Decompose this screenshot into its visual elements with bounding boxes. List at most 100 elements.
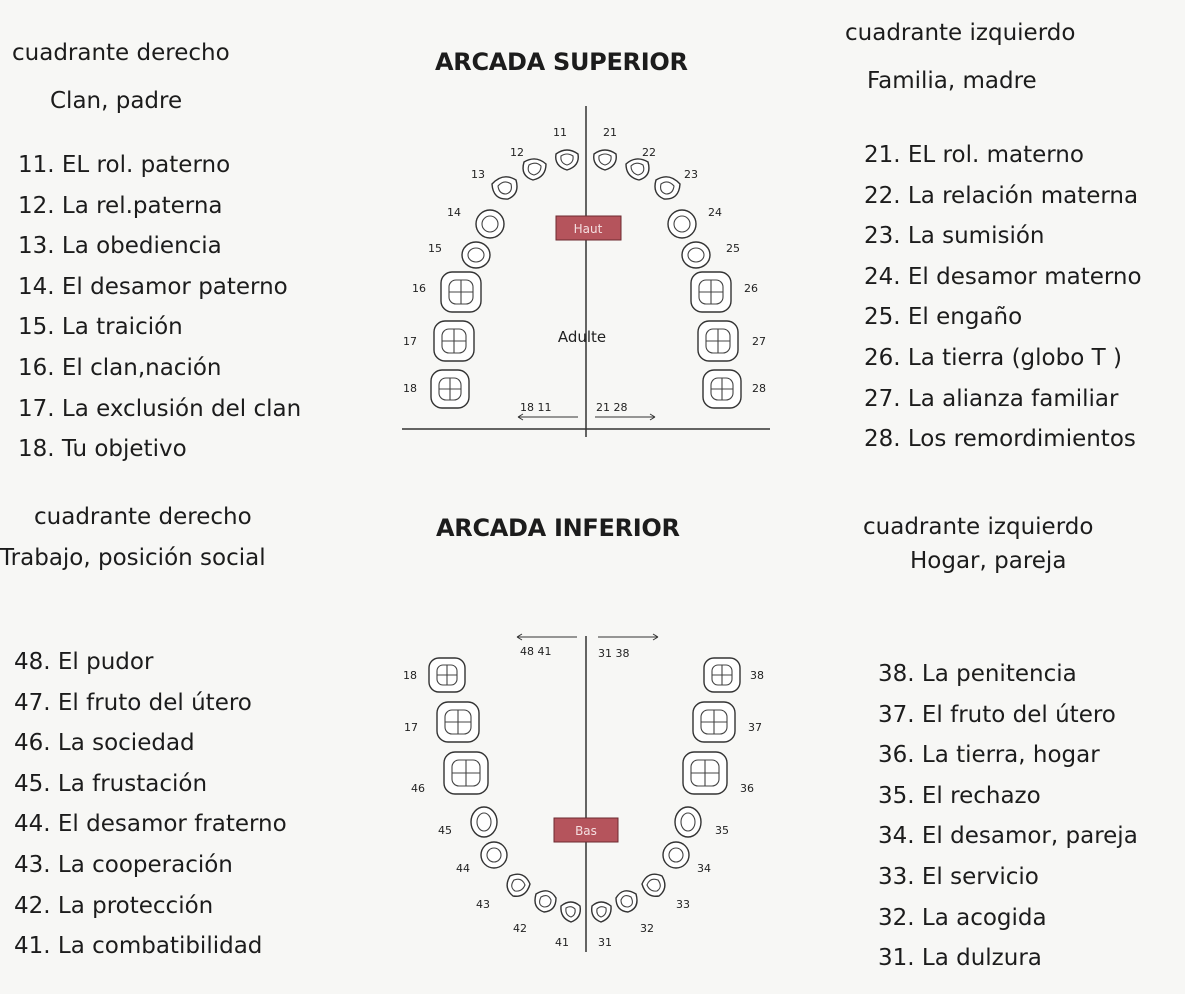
tooth-number: 15	[428, 242, 442, 255]
list-item: 24. El desamor materno	[864, 263, 1142, 290]
list-item: 42. La protección	[14, 892, 214, 919]
tooth-number: 36	[740, 782, 754, 795]
upper-center-label: Adulte	[558, 328, 606, 346]
list-item: 43. La cooperación	[14, 851, 233, 878]
tooth-number: 33	[676, 898, 690, 911]
tooth-36	[682, 751, 728, 795]
upper-right-quadrant-heading: cuadrante derecho	[12, 40, 230, 66]
list-item: 45. La frustación	[14, 770, 208, 797]
tooth-number: 41	[555, 936, 569, 949]
list-item: 21. EL rol. materno	[864, 142, 1084, 168]
tooth-number: 35	[715, 824, 729, 837]
tooth-35	[674, 806, 702, 838]
tooth-24	[667, 209, 697, 239]
tooth-45	[470, 806, 498, 838]
tooth-47	[436, 701, 480, 743]
lower-right-meanings-list: 48. El pudor 47. El fruto del útero 46. …	[14, 642, 287, 967]
lower-range-left: 48 41	[520, 645, 552, 658]
tooth-43	[506, 873, 531, 897]
list-item: 38. La penitencia	[878, 661, 1077, 687]
tooth-number: 17	[403, 335, 417, 348]
list-item: 36. La tierra, hogar	[878, 742, 1100, 769]
tooth-32	[615, 890, 638, 913]
tooth-48	[428, 657, 466, 693]
list-item: 47. El fruto del útero	[14, 689, 252, 716]
list-item: 48. El pudor	[14, 649, 154, 675]
lower-arch-title: ARCADA INFERIOR	[436, 514, 680, 542]
list-item: 15. La traición	[18, 314, 183, 341]
lower-left-meanings-list: 38. La penitencia 37. El fruto del útero…	[878, 654, 1138, 979]
upper-right-meanings-list: 11. EL rol. paterno 12. La rel.paterna 1…	[18, 145, 301, 470]
tooth-number: 13	[471, 168, 485, 181]
tooth-number: 12	[510, 146, 524, 159]
lower-region-box	[553, 817, 619, 843]
lower-right-quadrant-heading: cuadrante derecho	[34, 504, 252, 530]
tooth-17	[433, 320, 475, 362]
lower-range-right-arrow	[598, 633, 659, 641]
list-item: 26. La tierra (globo T )	[864, 344, 1122, 371]
tooth-42	[534, 890, 557, 913]
list-item: 11. EL rol. paterno	[18, 152, 231, 178]
tooth-number: 34	[697, 862, 711, 875]
tooth-number: 17	[404, 721, 418, 734]
tooth-number: 11	[553, 126, 567, 139]
lower-range-left-arrow	[516, 633, 577, 641]
upper-range-right-arrow	[595, 413, 656, 421]
list-item: 25. El engaño	[864, 304, 1023, 331]
list-item: 37. El fruto del útero	[878, 701, 1116, 728]
tooth-33	[641, 873, 666, 897]
tooth-15	[461, 241, 491, 269]
list-item: 13. La obediencia	[18, 233, 222, 260]
upper-left-quadrant-subtitle: Familia, madre	[867, 68, 1037, 94]
list-item: 18. Tu objetivo	[18, 436, 187, 463]
list-item: 41. La combatibilidad	[14, 933, 263, 960]
list-item: 12. La rel.paterna	[18, 192, 223, 219]
tooth-number: 18	[403, 669, 417, 682]
lower-range-right: 31 38	[598, 647, 630, 660]
tooth-26	[690, 271, 732, 313]
list-item: 22. La relación materna	[864, 182, 1139, 209]
tooth-number: 43	[476, 898, 490, 911]
tooth-37	[692, 701, 736, 743]
tooth-number: 26	[744, 282, 758, 295]
tooth-28	[702, 369, 742, 409]
list-item: 16. El clan,nación	[18, 354, 222, 381]
list-item: 32. La acogida	[878, 904, 1047, 931]
list-item: 35. El rechazo	[878, 782, 1041, 809]
upper-arch-title: ARCADA SUPERIOR	[435, 48, 688, 76]
list-item: 44. El desamor fraterno	[14, 811, 287, 838]
list-item: 46. La sociedad	[14, 730, 195, 757]
list-item: 34. El desamor, pareja	[878, 823, 1138, 850]
tooth-number: 46	[411, 782, 425, 795]
tooth-44	[480, 841, 508, 869]
tooth-number: 42	[513, 922, 527, 935]
tooth-number: 44	[456, 862, 470, 875]
tooth-16	[440, 271, 482, 313]
lower-left-quadrant-heading: cuadrante izquierdo	[863, 514, 1094, 540]
tooth-14	[475, 209, 505, 239]
tooth-number: 14	[447, 206, 461, 219]
list-item: 14. El desamor paterno	[18, 273, 288, 300]
upper-right-quadrant-subtitle: Clan, padre	[50, 88, 183, 114]
upper-range-left-arrow	[517, 413, 578, 421]
list-item: 31. La dulzura	[878, 945, 1042, 972]
tooth-23	[654, 176, 681, 200]
lower-right-quadrant-subtitle: Trabajo, posición social	[0, 545, 266, 571]
lower-left-quadrant-subtitle: Hogar, pareja	[910, 548, 1067, 574]
list-item: 17. La exclusión del clan	[18, 395, 302, 422]
tooth-11	[555, 149, 579, 171]
tooth-number: 37	[748, 721, 762, 734]
upper-range-left: 18 11	[520, 401, 552, 414]
tooth-number: 18	[403, 382, 417, 395]
tooth-38	[703, 657, 741, 693]
upper-left-quadrant-heading: cuadrante izquierdo	[845, 20, 1076, 46]
tooth-number: 31	[598, 936, 612, 949]
tooth-number: 22	[642, 146, 656, 159]
tooth-27	[697, 320, 739, 362]
tooth-number: 32	[640, 922, 654, 935]
tooth-number: 16	[412, 282, 426, 295]
list-item: 33. El servicio	[878, 863, 1039, 890]
tooth-41	[560, 901, 581, 923]
tooth-number: 21	[603, 126, 617, 139]
